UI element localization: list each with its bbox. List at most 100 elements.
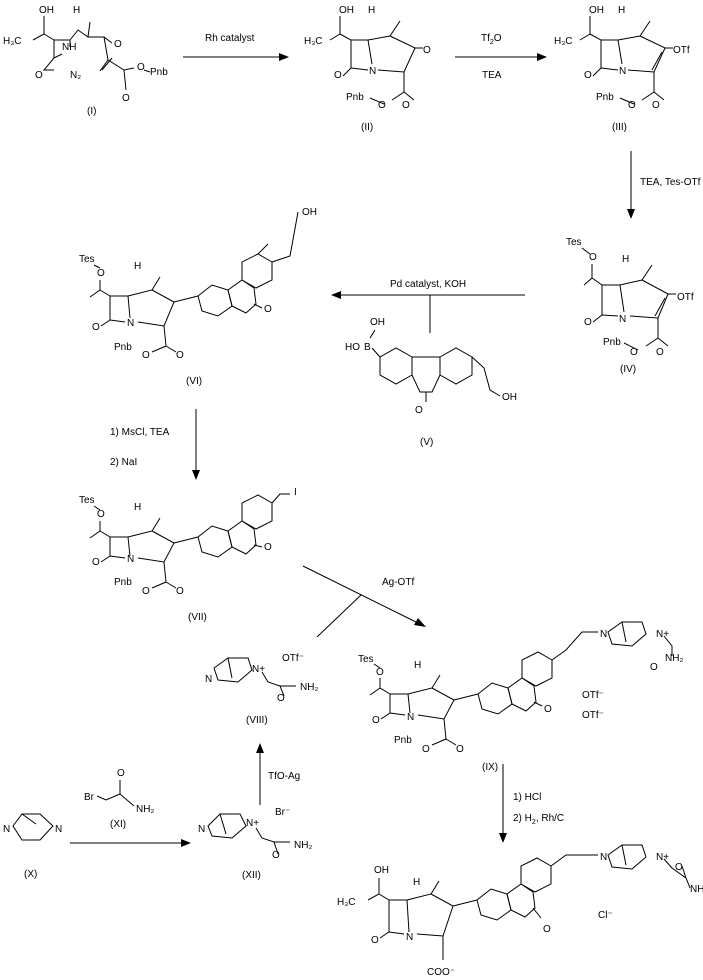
compound-VIII: N N+ OTf⁻ O NH₂ (VIII) (205, 653, 318, 726)
label-VII: (VII) (188, 612, 207, 623)
svg-text:N₂: N₂ (70, 70, 81, 81)
svg-text:Br⁻: Br⁻ (275, 807, 290, 818)
label-III: (III) (612, 122, 627, 133)
svg-text:O: O (376, 667, 384, 678)
svg-text:O: O (422, 744, 430, 755)
svg-text:H: H (134, 502, 141, 513)
svg-text:N: N (407, 712, 414, 723)
svg-text:O: O (176, 350, 184, 361)
arrow-step4 (331, 291, 525, 333)
reagent-h2-rhc: 2) H2, Rh/C (513, 813, 564, 826)
arrow-step1 (183, 53, 289, 61)
arrow-step3 (627, 151, 635, 219)
svg-text:H: H (73, 5, 80, 16)
svg-text:O: O (456, 744, 464, 755)
reagent-nai: 2) NaI (110, 457, 137, 468)
svg-text:O: O (630, 347, 638, 358)
svg-text:O: O (378, 100, 386, 111)
svg-text:OH: OH (39, 5, 54, 16)
reagent-tfo-ag: TfO-Ag (268, 771, 300, 782)
svg-text:O: O (92, 322, 100, 333)
svg-text:O: O (544, 704, 552, 715)
compound-II: OH H₃C O N H O Pnb O O (II) (304, 5, 431, 133)
reagent-rh-catalyst: Rh catalyst (205, 33, 255, 44)
label-XII: (XII) (242, 870, 261, 881)
svg-text:Pnb: Pnb (394, 735, 412, 746)
svg-text:O: O (142, 586, 150, 597)
compound-IX: Tes O O N H Pnb O O O N N+ NH₂ O OTf⁻ OT… (358, 621, 683, 773)
svg-text:HO: HO (345, 342, 360, 353)
reagent-mscl-tea: 1) MsCl, TEA (110, 427, 170, 438)
label-IX: (IX) (482, 762, 498, 773)
arrow-step8 (70, 839, 191, 847)
svg-text:O: O (543, 924, 551, 935)
label-X: (X) (24, 869, 37, 880)
reagent-tea-tes-otf: TEA, Tes-OTf (640, 177, 701, 188)
svg-text:OH: OH (374, 865, 389, 876)
svg-text:O: O (652, 100, 660, 111)
svg-text:O: O (628, 100, 636, 111)
arrow-step9 (499, 764, 507, 843)
svg-text:N: N (600, 852, 607, 863)
svg-text:N: N (127, 318, 134, 329)
svg-text:OTf: OTf (677, 292, 694, 303)
svg-text:H: H (368, 5, 375, 16)
reagent-tf2o: Tf2O (481, 33, 502, 46)
svg-text:H: H (622, 254, 629, 265)
svg-text:Pnb: Pnb (114, 342, 132, 353)
svg-text:Br: Br (84, 792, 95, 803)
svg-text:N+: N+ (656, 852, 669, 863)
svg-text:NH: NH (62, 42, 76, 53)
svg-text:N: N (127, 554, 134, 565)
svg-text:OTf: OTf (673, 45, 690, 56)
svg-text:O: O (176, 586, 184, 597)
svg-text:Cl⁻: Cl⁻ (598, 910, 613, 921)
svg-text:COO⁻: COO⁻ (427, 967, 455, 978)
svg-text:N: N (619, 66, 626, 77)
svg-text:H₃C: H₃C (337, 897, 356, 908)
svg-text:Tes: Tes (79, 254, 95, 265)
svg-text:O: O (656, 347, 664, 358)
svg-text:OH: OH (589, 5, 604, 16)
svg-text:O: O (35, 70, 43, 81)
compound-IV: Tes O O N H OTf Pnb O O (IV) (566, 237, 694, 375)
svg-text:O: O (423, 45, 431, 56)
svg-text:NH₂: NH₂ (136, 804, 154, 815)
svg-text:O: O (650, 662, 658, 673)
svg-text:O: O (584, 70, 592, 81)
svg-text:NH₂: NH₂ (300, 682, 318, 693)
svg-text:OH: OH (339, 5, 354, 16)
svg-text:O: O (92, 557, 100, 568)
svg-text:Pnb: Pnb (346, 92, 364, 103)
svg-text:O: O (122, 93, 130, 104)
reagent-hcl: 1) HCl (513, 792, 541, 803)
svg-text:B: B (364, 342, 371, 353)
svg-text:OTf⁻: OTf⁻ (582, 690, 604, 701)
svg-text:Tes: Tes (79, 495, 95, 506)
compound-VII: Tes O O N H Pnb O O O I (VII) (79, 487, 297, 623)
svg-text:O: O (137, 62, 145, 73)
svg-text:Pnb: Pnb (596, 92, 614, 103)
label-VI: (VI) (186, 376, 202, 387)
arrow-step6 (302, 565, 426, 638)
svg-text:O: O (142, 350, 150, 361)
label-XI: (XI) (110, 819, 126, 830)
svg-text:N: N (619, 314, 626, 325)
compound-final-product: OH H₃C O N H COO⁻ O N N+ NH₂ O Cl⁻ (337, 844, 703, 978)
svg-text:O: O (372, 715, 380, 726)
svg-text:OTf⁻: OTf⁻ (582, 710, 604, 721)
svg-text:NH₂: NH₂ (690, 884, 703, 895)
svg-text:N: N (406, 932, 413, 943)
svg-text:N: N (600, 629, 607, 640)
svg-text:O: O (264, 304, 272, 315)
svg-text:O: O (334, 70, 342, 81)
compound-III: OH H₃C O N H OTf Pnb O O (III) (554, 5, 690, 133)
svg-text:Pnb: Pnb (603, 337, 621, 348)
label-I: (I) (87, 106, 96, 117)
compound-V: OH HO B O OH (V) (345, 317, 517, 448)
svg-text:H₃C: H₃C (554, 36, 573, 47)
svg-text:N: N (205, 674, 212, 685)
svg-text:O: O (277, 693, 285, 704)
svg-text:OH: OH (370, 317, 385, 328)
